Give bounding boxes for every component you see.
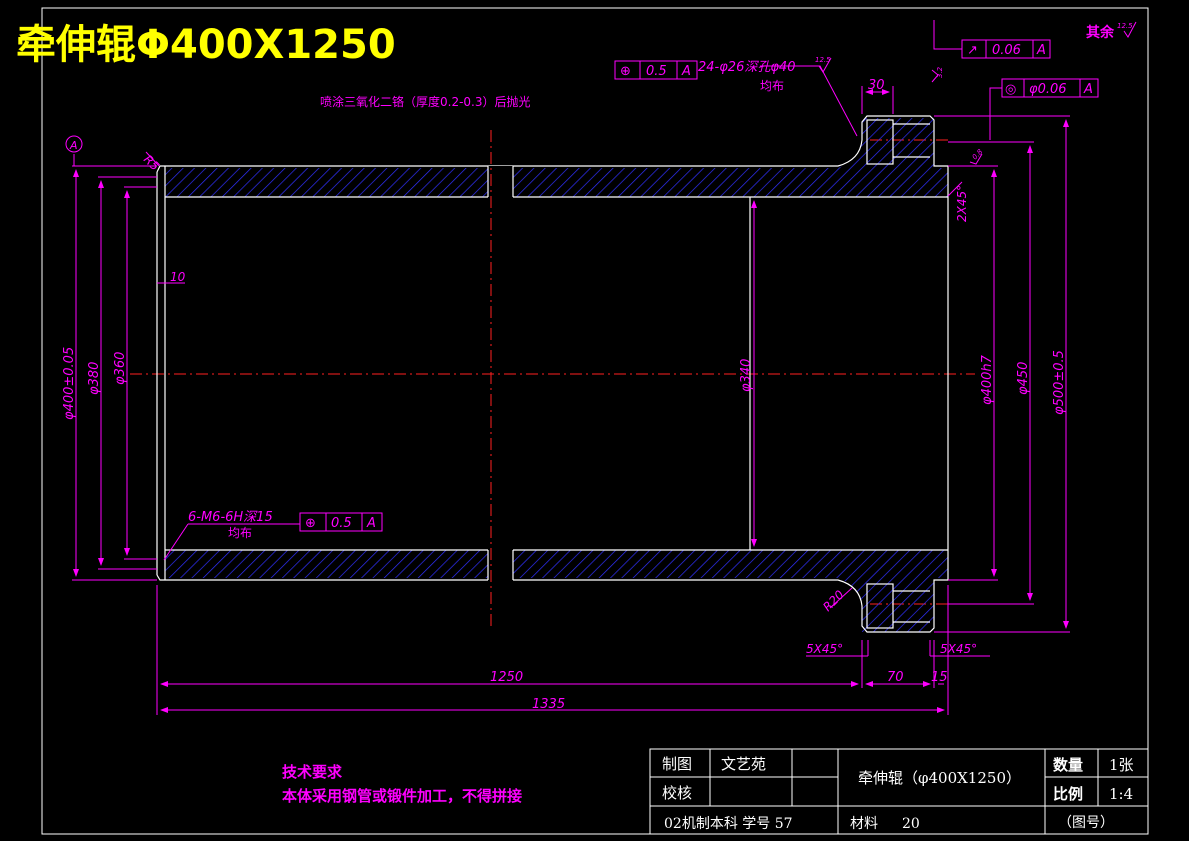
tb-drawn-label: 制图 (662, 755, 692, 773)
dim-d380: φ380 (87, 362, 102, 395)
fcf-concentricity-symbol-icon: ◎ (1005, 82, 1016, 97)
tb-part-name: 牵伸辊（φ400X1250） (858, 769, 1021, 787)
tb-qty-value: 1张 (1109, 756, 1134, 774)
break-gap-top (488, 166, 513, 198)
hole-note-bottom-line2: 均布 (228, 526, 252, 540)
title-block-grid (649, 748, 1149, 835)
fcf-runout-value: 0.06 (992, 43, 1021, 58)
dim-70: 70 (887, 670, 904, 685)
tb-drawing-no: （图号） (1058, 815, 1114, 831)
tech-req-title: 技术要求 (282, 763, 343, 781)
dim-chamfer-top: 2X45° (955, 185, 969, 222)
datum-a-label: A (69, 139, 78, 152)
fcf-runout (961, 39, 1051, 59)
roughness-a-icon (931, 69, 939, 83)
hole-roughness-icon (818, 57, 832, 73)
fcf-position-bottom-symbol-icon: ⊕ (305, 516, 316, 531)
dim-d400: φ400±0.05 (62, 347, 77, 420)
dim-10: 10 (170, 270, 186, 284)
dim-d400h7: φ400h7 (980, 354, 995, 405)
fcf-concentricity-datum: A (1083, 82, 1093, 97)
hole-note-bottom-line1: 6-M6-6H深15 (188, 510, 273, 525)
dim-d500: φ500±0.5 (1052, 350, 1067, 415)
section-hatch-top (165, 118, 948, 197)
hole-note-top-line1: 24-φ26深孔φ40 (698, 60, 795, 75)
roughness-rest-symbol-icon (1123, 21, 1137, 38)
fcf-runout-datum: A (1036, 43, 1046, 58)
tb-class-info: 02机制本科 学号 57 (664, 816, 793, 832)
fcf-concentricity (1001, 78, 1099, 98)
fcf-position-bottom-datum: A (366, 516, 376, 531)
dim-r20: R20 (820, 587, 847, 614)
fcf-position-bottom-value: 0.5 (331, 516, 352, 531)
fcf-concentricity-value: φ0.06 (1029, 82, 1067, 97)
fcf-position-bottom (299, 512, 383, 532)
fcf-position-top (614, 60, 698, 80)
dim-30: 30 (868, 78, 885, 93)
dim-15: 15 (931, 670, 948, 685)
drawing-title: 牵伸辊Φ400X1250 (16, 22, 396, 68)
tb-scale-label: 比例 (1053, 785, 1083, 803)
roughness-rest-label: 其余 (1086, 24, 1115, 41)
drawing-border (41, 7, 1149, 835)
roughness-rest-value: 12.5 (1117, 22, 1133, 30)
dim-1335: 1335 (532, 697, 565, 712)
break-edges (487, 166, 514, 580)
break-gap-bottom (488, 549, 513, 581)
tb-qty-label: 数量 (1053, 756, 1083, 774)
fcf-runout-symbol-icon: ↗ (967, 43, 978, 58)
tb-checked-label: 校核 (662, 784, 692, 802)
dim-chamfer-left: 5X45° (806, 642, 843, 656)
dim-1250: 1250 (490, 670, 523, 685)
fcf-position-top-value: 0.5 (646, 64, 667, 79)
hole-note-top-roughness: 12.5 (815, 56, 831, 64)
section-hatch-bottom (165, 550, 948, 632)
fcf-position-top-datum: A (681, 64, 691, 79)
dimension-lines (72, 20, 1070, 715)
dim-d360: φ360 (113, 352, 128, 385)
tb-drawn-name: 文艺苑 (721, 755, 766, 773)
dim-d450: φ450 (1016, 362, 1031, 395)
dim-r5: R5 (141, 152, 162, 173)
tb-material-value: 20 (902, 816, 920, 832)
datum-a-bubble (65, 135, 83, 153)
roughness-b-icon (969, 153, 983, 165)
dim-chamfer-right: 5X45° (940, 642, 977, 656)
tech-req-line1: 本体采用钢管或锻件加工，不得拼接 (282, 787, 522, 805)
roughness-b-value: 0.8 (971, 147, 985, 161)
part-outline (156, 115, 949, 633)
surface-treatment-note: 喷涂三氧化二铬（厚度0.2-0.3）后抛光 (320, 94, 531, 109)
fcf-position-top-symbol-icon: ⊕ (620, 64, 631, 79)
tb-material-label: 材料 (850, 816, 878, 832)
tb-scale-value: 1:4 (1109, 785, 1133, 803)
roughness-a-value: 3.2 (936, 66, 944, 78)
dim-d340: φ340 (739, 359, 754, 392)
hole-note-top-line2: 均布 (760, 79, 784, 93)
